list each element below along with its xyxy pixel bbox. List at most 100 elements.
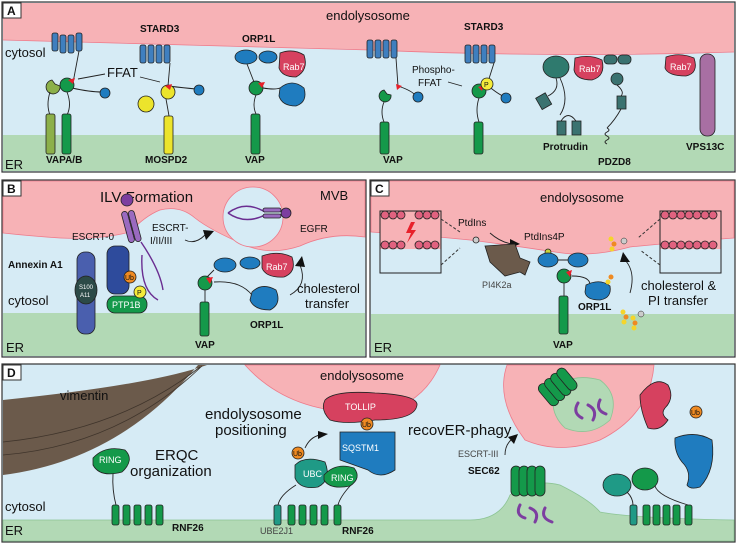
rnf26-ube2j1-free	[602, 467, 693, 526]
ptdins4p-label: PtdIns4P	[524, 232, 565, 243]
orp1l-vap: Rab7	[197, 252, 294, 337]
ffat-label: FFAT	[107, 65, 138, 80]
phosphate-label: P	[484, 82, 489, 89]
rnf26-ube2j1-sqstm1-tollip: TOLLIP Ub SQSTM1 UBC RING Ub	[273, 391, 418, 526]
panel-d: D vimentin endolysosome endolysosome pos…	[1, 363, 736, 543]
cholesterol-transfer-label: cholesterol	[297, 281, 360, 296]
er-label: ER	[5, 157, 23, 172]
sqstm1-label: SQSTM1	[342, 443, 379, 453]
cytosol-label: cytosol	[8, 293, 49, 308]
stard3-unbound	[366, 39, 424, 155]
panel-c: C endolysosome PtdIns Ptd	[369, 179, 736, 358]
s100a11-label: A11	[80, 293, 91, 299]
ilv-formation-title: ILV Formation	[100, 189, 193, 206]
orp1l-vap: Rab7	[234, 49, 306, 155]
ubc-label: UBC	[303, 469, 323, 479]
bilayer-inset-intact	[659, 210, 722, 274]
s100a11-label: S100	[79, 285, 94, 291]
tollip-label: TOLLIP	[345, 402, 376, 412]
ring-label: RING	[99, 455, 122, 465]
stard3-label: STARD3	[464, 22, 504, 33]
cholesterol-pi-transfer-label: PI transfer	[648, 293, 709, 308]
egfr-in-vesicle	[227, 205, 292, 221]
rab7-label: Rab7	[579, 64, 601, 74]
erqc-organization-label: organization	[130, 463, 212, 480]
rab7-label: Rab7	[283, 62, 305, 72]
ubiquitin-icon	[123, 270, 137, 284]
endolysosome-label: endolysosome	[540, 190, 624, 205]
endolysosome-label: endolysosome	[320, 368, 404, 383]
escrt3-label: ESCRT-III	[458, 449, 498, 459]
sqstm1-dissociated	[674, 434, 714, 489]
erqc-organization-label: ERQC	[155, 447, 199, 464]
phospho-ffat-label: Phospho-	[412, 65, 455, 76]
phosphate-label: P	[137, 290, 142, 297]
vap-label: VAP	[553, 340, 573, 351]
er-cargo	[516, 398, 608, 524]
cholesterol-transfer-label: transfer	[305, 296, 350, 311]
damage-lightning-icon	[406, 222, 416, 243]
rnf26-label: RNF26	[172, 523, 204, 534]
cytosol-label: cytosol	[5, 499, 46, 514]
panel-b: B ILV Formation MVB ESCRT-0 ESCRT- I/II/…	[1, 179, 367, 358]
egfr-label: EGFR	[300, 224, 328, 235]
er-label: ER	[5, 523, 23, 538]
escrt0-label: ESCRT-0	[72, 232, 114, 243]
endolysosome-membrane	[3, 3, 734, 55]
panel-letter: D	[7, 366, 16, 380]
panel-letter: B	[7, 182, 16, 196]
ubiquitin-label: Ub	[691, 410, 700, 417]
endolysosome-label: endolysosome	[326, 8, 410, 23]
bilayer-inset-damaged	[379, 210, 442, 274]
cholesterol-pi-transfer-label: cholesterol &	[641, 278, 716, 293]
sec62-label: SEC62	[468, 466, 500, 477]
vps13c: Rab7	[664, 53, 716, 137]
vapab-label: VAPA/B	[46, 155, 82, 166]
er-membrane	[3, 135, 734, 171]
er-label: ER	[6, 340, 24, 355]
ptp1b-label: PTP1B	[112, 300, 141, 310]
orp1l-vap	[537, 248, 611, 335]
vapab-protein	[45, 32, 111, 155]
er-label: ER	[374, 340, 392, 355]
recover-phagy-label: recovER-phagy	[408, 422, 512, 439]
escrt0-ptp1b: PTP1B Ub P	[106, 193, 164, 314]
panel-a: A endolysosome cytosol ER FFAT VAPA/B	[1, 1, 736, 173]
ubiquitin-icon	[689, 405, 703, 419]
cytosol-label: cytosol	[5, 45, 46, 60]
panel-letter: A	[7, 4, 16, 18]
annexin-a1-s100a11: S100 A11	[74, 251, 98, 335]
mospd2-label: MOSPD2	[145, 155, 188, 166]
endolysosome-positioning-label: positioning	[215, 422, 287, 439]
ubiquitin-label: Ub	[293, 451, 302, 458]
ring-label: RING	[331, 473, 354, 483]
orp1l-label: ORP1L	[242, 34, 275, 45]
vimentin-filaments	[3, 365, 207, 475]
stard3-label: STARD3	[140, 24, 180, 35]
rnf26-ring-left: RING	[92, 448, 164, 526]
stard3-phospho: P	[464, 44, 512, 155]
escrt-label: ESCRT-	[152, 223, 189, 234]
pdzd8-label: PDZD8	[598, 157, 631, 168]
rab7-label: Rab7	[670, 62, 692, 72]
escrt-label: I/II/III	[150, 236, 172, 247]
phosphate-icon	[480, 77, 494, 91]
ubiquitin-label: Ub	[125, 275, 134, 282]
stard3-mospd2	[137, 44, 205, 155]
sec62-translocon	[510, 367, 578, 497]
vap-label: VAP	[195, 340, 215, 351]
phospho-ffat-label: FFAT	[418, 78, 442, 89]
rab7-label: Rab7	[266, 262, 288, 272]
protrudin-label: Protrudin	[543, 142, 588, 153]
pi4k2a-kinase	[484, 243, 531, 277]
panel-letter: C	[375, 182, 384, 196]
pi4k2a-label: PI4K2a	[482, 280, 512, 290]
ubiquitin-icon	[291, 446, 305, 460]
endolysosome-positioning-label: endolysosome	[205, 406, 302, 423]
vps13c-label: VPS13C	[686, 142, 724, 153]
vap-label: VAP	[245, 155, 265, 166]
orp1l-label: ORP1L	[578, 302, 611, 313]
annexin-a1-label: Annexin A1	[8, 260, 63, 271]
phosphate-icon	[133, 285, 147, 299]
